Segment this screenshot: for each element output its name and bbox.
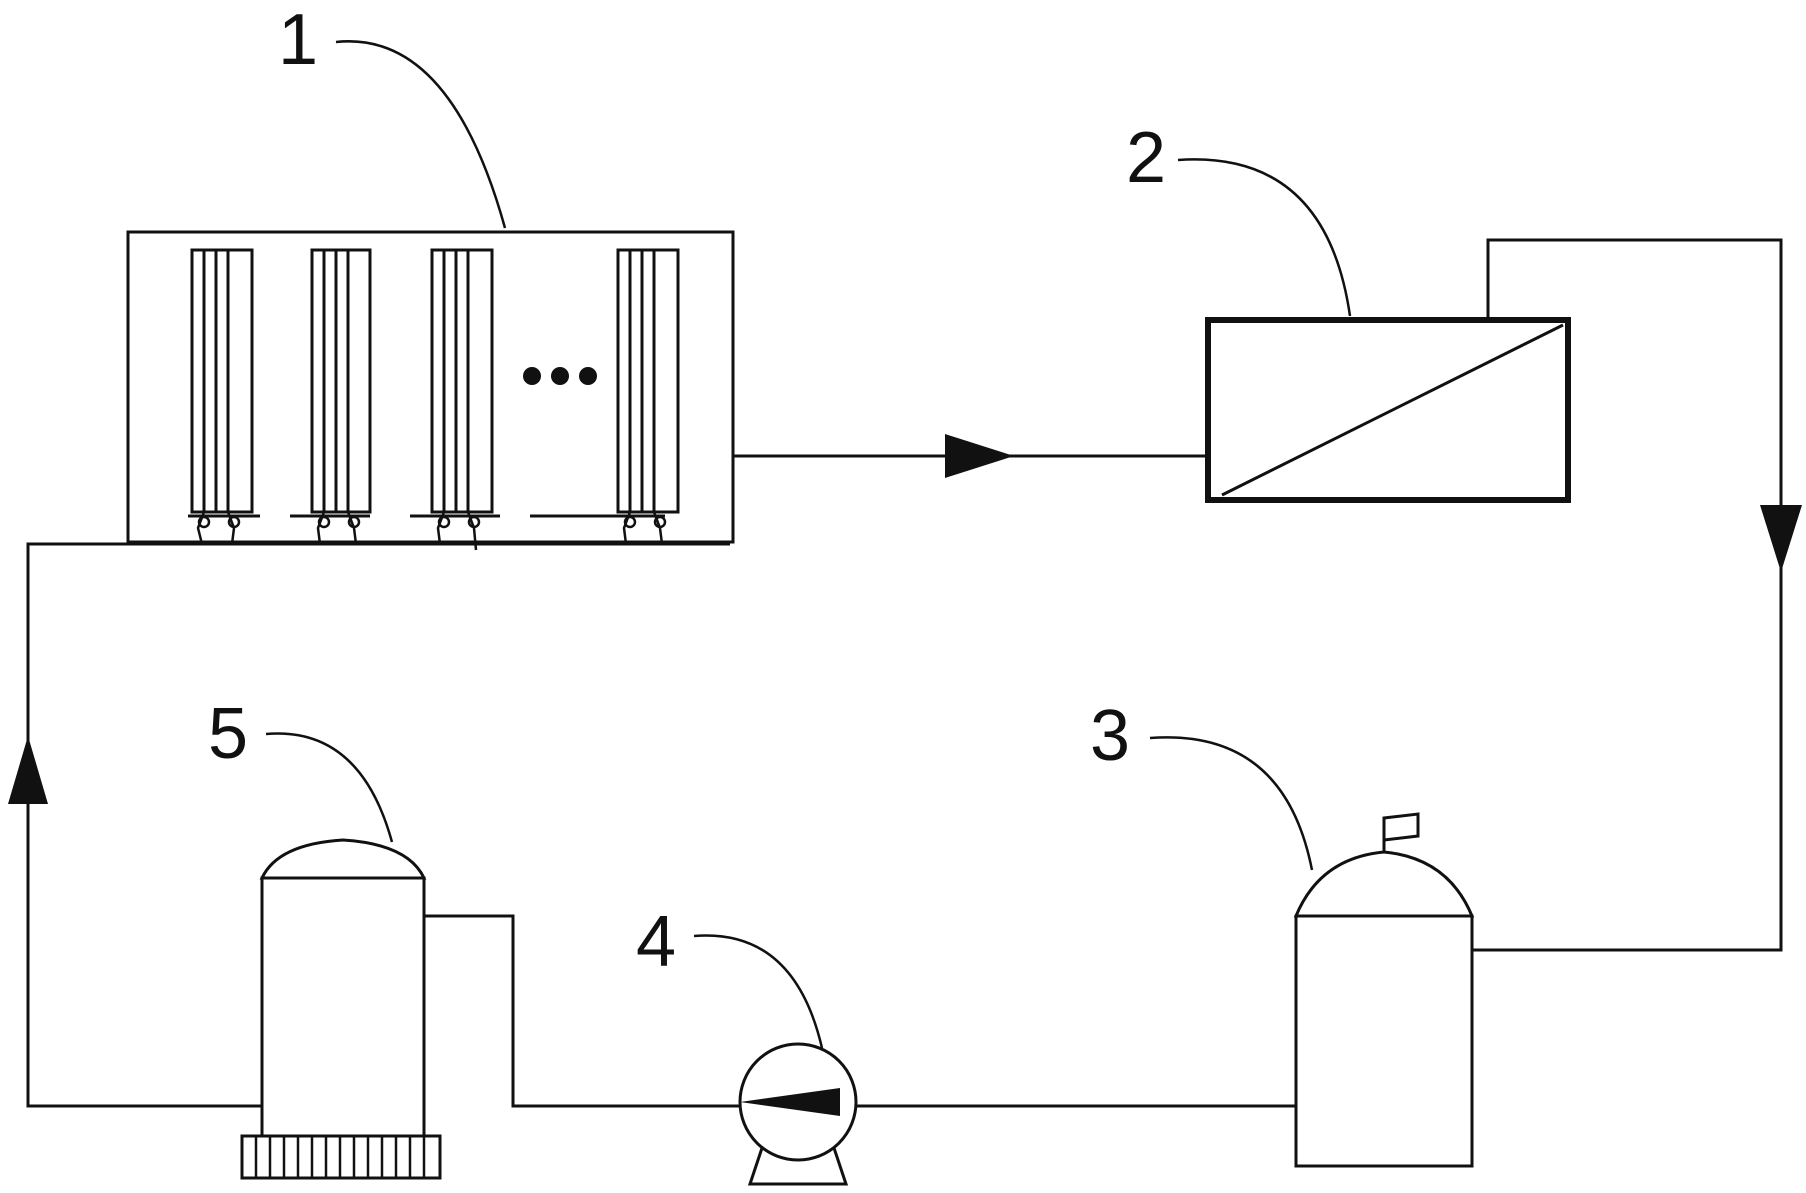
leader-2: [1177, 158, 1352, 317]
label-4: 4: [636, 902, 676, 982]
leader-5: [265, 732, 394, 843]
pump: [738, 1042, 858, 1186]
label-5: 5: [208, 694, 248, 774]
label-3: 3: [1090, 696, 1130, 776]
reactor-array: [126, 230, 735, 551]
arrow-right: [945, 434, 1014, 478]
leader-1: [335, 40, 507, 229]
flow-arrows: [8, 434, 1802, 804]
pipe-pump-to-feed-tank: [424, 914, 740, 1108]
tube-group-c: [430, 248, 494, 551]
pipe-membrane-to-tank: [1472, 238, 1783, 952]
ellipsis-dots: [523, 367, 597, 385]
leader-4: [693, 934, 824, 1049]
pipe-feed-tank-to-reactor: [26, 542, 262, 1108]
component-labels: 1 2 3 4 5: [208, 0, 1166, 982]
arrow-down: [1760, 505, 1802, 572]
feed-tank: [240, 838, 442, 1180]
label-1: 1: [278, 0, 318, 80]
label-2: 2: [1126, 118, 1166, 198]
tube-group-b: [310, 248, 372, 545]
leader-lines: [265, 40, 1352, 1049]
tube-group-a: [190, 248, 254, 545]
feed-tank-base-slats: [254, 1136, 426, 1178]
leader-3: [1149, 736, 1314, 871]
membrane-module: [1205, 317, 1571, 503]
tube-group-d: [616, 248, 680, 545]
arrow-up: [8, 736, 48, 804]
collection-tank: [1293, 812, 1475, 1168]
